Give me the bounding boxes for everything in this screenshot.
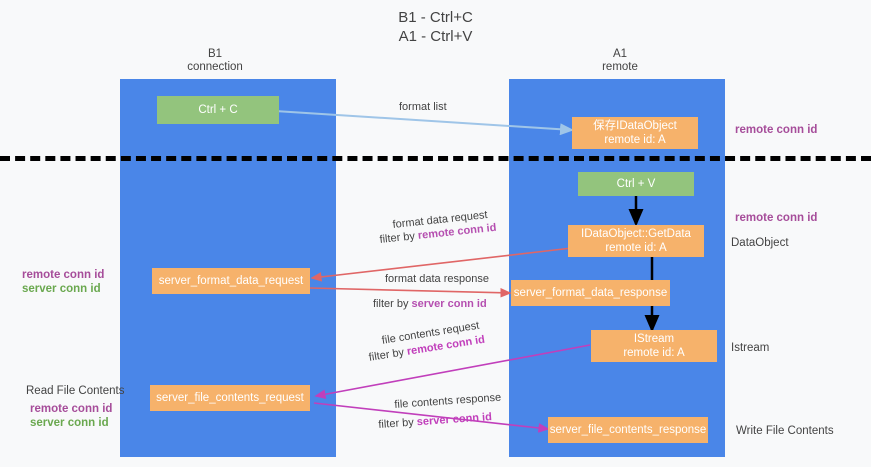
- node-server-format-data-response-label: server_format_data_response: [513, 287, 668, 299]
- node-ctrl-c-label: Ctrl + C: [198, 104, 238, 116]
- node-ctrl-v[interactable]: Ctrl + V: [578, 172, 694, 196]
- annotation-write-file-contents: Write File Contents: [736, 425, 834, 437]
- page-title: B1 - Ctrl+C A1 - Ctrl+V: [0, 8, 871, 46]
- title-line-2: A1 - Ctrl+V: [398, 28, 473, 45]
- node-server-file-contents-response-label: server_file_contents_response: [549, 424, 707, 436]
- node-server-file-contents-response[interactable]: server_file_contents_response: [548, 417, 708, 443]
- node-istream[interactable]: IStream remote id: A: [591, 330, 717, 362]
- wire-label-format-list: format list: [399, 101, 447, 113]
- node-istream-line1: IStream: [633, 333, 675, 345]
- section-divider: [0, 156, 871, 161]
- node-ctrl-c[interactable]: Ctrl + C: [157, 96, 279, 124]
- node-save-idataobject-line1: 保存IDataObject: [593, 120, 677, 132]
- node-idataobject-getdata-line1: IDataObject::GetData: [581, 228, 691, 240]
- node-idataobject-getdata-line2: remote id: A: [605, 242, 667, 254]
- annotation-remote-conn-id-top: remote conn id: [735, 124, 818, 136]
- title-line-1: B1 - Ctrl+C: [398, 9, 473, 26]
- annotation-remote-conn-id-mid: remote conn id: [735, 212, 818, 224]
- lane-header-b1: B1 connection: [150, 48, 280, 74]
- annotation-left-server-conn-id: server conn id: [22, 283, 101, 295]
- node-server-format-data-response[interactable]: server_format_data_response: [511, 280, 670, 306]
- annotation-dataobject: DataObject: [731, 237, 789, 249]
- lane-header-a1-name: A1: [612, 48, 628, 60]
- node-server-format-data-request[interactable]: server_format_data_request: [152, 268, 310, 294]
- wire-label-format-data-response-filter: filter by server conn id: [373, 298, 487, 311]
- filter-key-server-conn-id-1: server conn id: [411, 298, 487, 310]
- annotation-left-remote-conn-id-2: remote conn id: [30, 403, 113, 415]
- wire-label-format-data-response: format data response: [385, 273, 489, 285]
- lane-header-b1-role: connection: [187, 61, 243, 73]
- annotation-istream: Istream: [731, 342, 770, 354]
- filter-prefix-1: filter by: [379, 229, 419, 246]
- annotation-left-server-conn-id-2: server conn id: [30, 417, 109, 429]
- annotation-left-remote-conn-id: remote conn id: [22, 269, 105, 281]
- lane-header-a1-role: remote: [602, 61, 638, 73]
- node-istream-line2: remote id: A: [623, 347, 685, 359]
- node-save-idataobject[interactable]: 保存IDataObject remote id: A: [572, 117, 698, 149]
- node-idataobject-getdata[interactable]: IDataObject::GetData remote id: A: [568, 225, 704, 257]
- filter-prefix-4: filter by: [378, 416, 418, 431]
- node-server-format-data-request-label: server_format_data_request: [158, 275, 304, 287]
- node-server-file-contents-request[interactable]: server_file_contents_request: [150, 385, 310, 411]
- annotation-read-file-contents: Read File Contents: [26, 385, 125, 397]
- lane-header-a1: A1 remote: [555, 48, 685, 74]
- filter-key-server-conn-id-2: server conn id: [416, 411, 493, 429]
- filter-prefix-2: filter by: [373, 298, 412, 310]
- node-server-file-contents-request-label: server_file_contents_request: [156, 392, 304, 404]
- lane-header-b1-name: B1: [207, 48, 223, 60]
- node-save-idataobject-line2: remote id: A: [604, 134, 666, 146]
- node-ctrl-v-label: Ctrl + V: [616, 178, 656, 190]
- wire-label-file-contents-response: file contents response: [394, 391, 502, 411]
- wire-label-file-contents-response-filter: filter by server conn id: [378, 411, 492, 432]
- filter-prefix-3: filter by: [368, 345, 408, 364]
